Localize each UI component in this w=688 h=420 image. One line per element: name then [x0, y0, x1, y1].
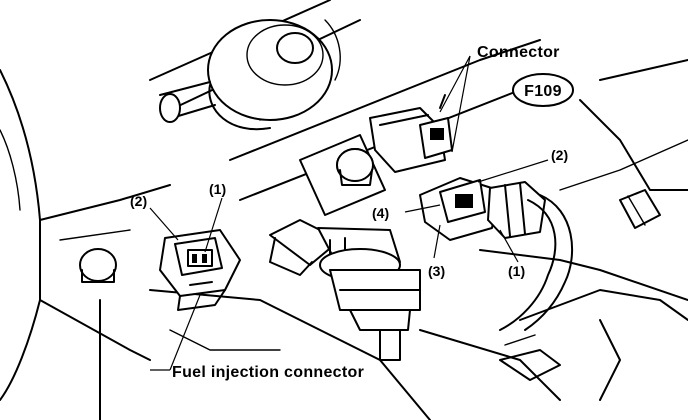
- diagram-labels: Connector F109 (2) (4) (3) (1) (2) (1) F…: [130, 44, 574, 381]
- label-fuel-injection-connector: Fuel injection connector: [172, 364, 364, 381]
- label-right-callout-1: (1): [508, 263, 525, 279]
- fuel-injector: [269, 134, 421, 361]
- label-right-callout-3: (3): [428, 263, 445, 279]
- cap-parts: [79, 148, 374, 283]
- leader-lines: [149, 55, 549, 371]
- valve-assembly: [159, 19, 341, 131]
- label-left-callout-2: (2): [130, 193, 147, 209]
- label-left-callout-1: (1): [209, 181, 226, 197]
- label-right-callout-4: (4): [372, 205, 389, 221]
- label-right-callout-2: (2): [551, 147, 568, 163]
- label-connector: Connector: [477, 44, 560, 61]
- figure-code-badge: [512, 73, 574, 107]
- label-figure-code: F109: [524, 83, 562, 100]
- fuel-injection-connector: [159, 229, 241, 311]
- right-connector: [419, 177, 574, 331]
- upper-connector: [369, 94, 453, 173]
